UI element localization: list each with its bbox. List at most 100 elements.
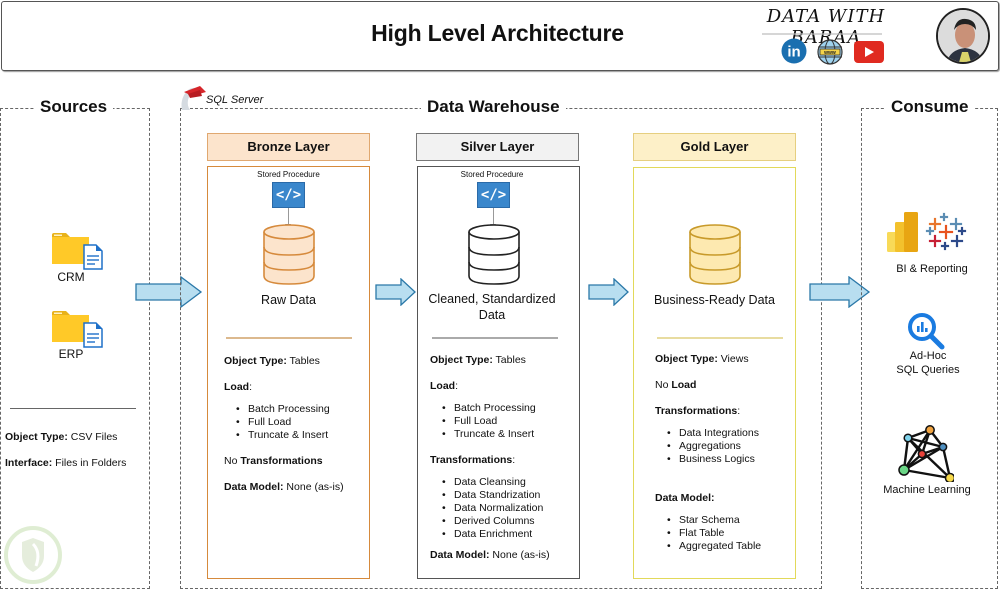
data-model-value: None (as-is): [489, 549, 550, 561]
flow-arrow-gold-to-consume: [809, 276, 871, 308]
load-key: Load: [224, 381, 250, 393]
crm-label: CRM: [57, 270, 85, 284]
sources-divider: [10, 408, 136, 409]
list-item: Data Standrization: [442, 489, 575, 502]
list-item: Data Normalization: [442, 502, 575, 515]
bronze-layer-header[interactable]: Bronze Layer: [207, 133, 370, 161]
bronze-object-type: Object Type: Tables: [224, 355, 364, 368]
consume-title: Consume: [885, 97, 975, 117]
object-type-value: Tables: [286, 355, 320, 367]
list-item: Data Cleansing: [442, 476, 575, 489]
youtube-icon[interactable]: [853, 40, 884, 66]
gold-transformations-heading: Transformations:: [655, 405, 795, 418]
svg-text:www: www: [823, 50, 836, 56]
silver-object-type: Object Type: Tables: [430, 354, 575, 367]
no-prefix: No: [655, 379, 672, 391]
list-item: Data Integrations: [667, 427, 795, 440]
data-model-key: Data Model:: [430, 549, 490, 561]
sources-object-type: Object Type: CSV Files: [5, 431, 117, 444]
folder-with-file-icon: [52, 233, 103, 270]
bronze-divider: [226, 337, 352, 339]
crm-source[interactable]: [52, 233, 106, 276]
code-icon[interactable]: </>: [477, 182, 510, 208]
list-item: Full Load: [236, 416, 364, 429]
sources-interface: Interface: Files in Folders: [5, 457, 126, 470]
gold-transformations-list: Data Integrations Aggregations Business …: [667, 427, 795, 466]
network-graph-icon: [898, 425, 956, 484]
list-item: Data Enrichment: [442, 528, 575, 541]
query-search-icon: [908, 313, 945, 350]
object-type-value: Tables: [492, 354, 526, 366]
bronze-load-heading: Load:: [224, 381, 364, 394]
bi-reporting-tool[interactable]: [886, 210, 968, 259]
load-colon: :: [249, 381, 253, 393]
bi-reporting-label: BI & Reporting: [896, 263, 968, 275]
silver-stored-procedure-label: Stored Procedure: [460, 170, 524, 179]
code-icon[interactable]: </>: [272, 182, 305, 208]
transformations-key: Transformations: [430, 454, 513, 466]
load-key: Load: [430, 380, 456, 392]
silver-divider: [432, 337, 558, 339]
watermark-logo: [4, 526, 62, 584]
transformations-key: Transformations: [240, 455, 323, 467]
data-model-value: None (as-is): [283, 481, 344, 493]
silver-layer-header[interactable]: Silver Layer: [416, 133, 579, 161]
list-item: Aggregated Table: [667, 540, 795, 553]
machine-learning-tool[interactable]: [896, 424, 956, 487]
bronze-caption: Raw Data: [261, 293, 316, 307]
page-title: High Level Architecture: [371, 20, 624, 46]
silver-load-heading: Load:: [430, 380, 575, 393]
transformations-colon: :: [512, 454, 516, 466]
data-model-key: Data Model:: [224, 481, 284, 493]
list-item: Business Logics: [667, 453, 795, 466]
ad-hoc-label-line2: SQL Queries: [896, 364, 960, 376]
erp-label: ERP: [58, 347, 84, 361]
website-www-icon[interactable]: www: [816, 38, 843, 65]
object-type-key: Object Type:: [5, 431, 68, 443]
interface-value: Files in Folders: [52, 457, 127, 469]
gold-object-type: Object Type: Views: [655, 353, 795, 366]
flow-arrow-silver-to-gold: [588, 278, 630, 306]
svg-text:in: in: [787, 44, 800, 61]
ad-hoc-sql-tool[interactable]: [906, 311, 948, 356]
gold-data-model-list: Star Schema Flat Table Aggregated Table: [667, 514, 795, 553]
load-key: Load: [671, 379, 697, 391]
silver-transformations-heading: Transformations:: [430, 454, 575, 467]
data-model-key: Data Model:: [655, 492, 715, 504]
brand-underline: [762, 33, 882, 35]
flow-arrow-sources-to-bronze: [135, 276, 203, 308]
object-type-key: Object Type:: [430, 354, 493, 366]
list-item: Truncate & Insert: [236, 429, 364, 442]
gold-database-icon: [688, 224, 742, 291]
object-type-value: Views: [717, 353, 749, 365]
list-item: Full Load: [442, 415, 575, 428]
erp-source[interactable]: [52, 311, 106, 354]
interface-key: Interface:: [5, 457, 53, 469]
list-item: Batch Processing: [442, 402, 575, 415]
linkedin-icon[interactable]: in: [781, 38, 807, 64]
list-item: Derived Columns: [442, 515, 575, 528]
bronze-stored-procedure-label: Stored Procedure: [257, 170, 320, 179]
transformations-key: Transformations: [655, 405, 738, 417]
gold-layer-header[interactable]: Gold Layer: [633, 133, 796, 161]
list-item: Aggregations: [667, 440, 795, 453]
object-type-key: Object Type:: [224, 355, 287, 367]
object-type-key: Object Type:: [655, 353, 718, 365]
bronze-data-model: Data Model: None (as-is): [224, 481, 364, 494]
gold-caption: Business-Ready Data: [654, 293, 775, 307]
gold-details: Object Type: Views No Load Transformatio…: [655, 353, 795, 566]
sql-server-label: SQL Server: [206, 94, 264, 106]
transformations-colon: :: [737, 405, 741, 417]
bronze-details: Object Type: Tables Load: Batch Processi…: [224, 355, 364, 507]
gold-data-model-heading: Data Model:: [655, 492, 795, 505]
silver-transformations-list: Data Cleansing Data Standrization Data N…: [442, 476, 575, 541]
gold-load: No Load: [655, 379, 795, 392]
list-item: Batch Processing: [236, 403, 364, 416]
list-item: Truncate & Insert: [442, 428, 575, 441]
silver-details: Object Type: Tables Load: Batch Processi…: [430, 354, 575, 575]
silver-database-icon: [467, 224, 521, 291]
header-banner: [1, 1, 999, 71]
brand-logo: DATA WITH BARAA: [766, 6, 886, 48]
no-prefix: No: [224, 455, 241, 467]
bronze-load-list: Batch Processing Full Load Truncate & In…: [236, 403, 364, 442]
